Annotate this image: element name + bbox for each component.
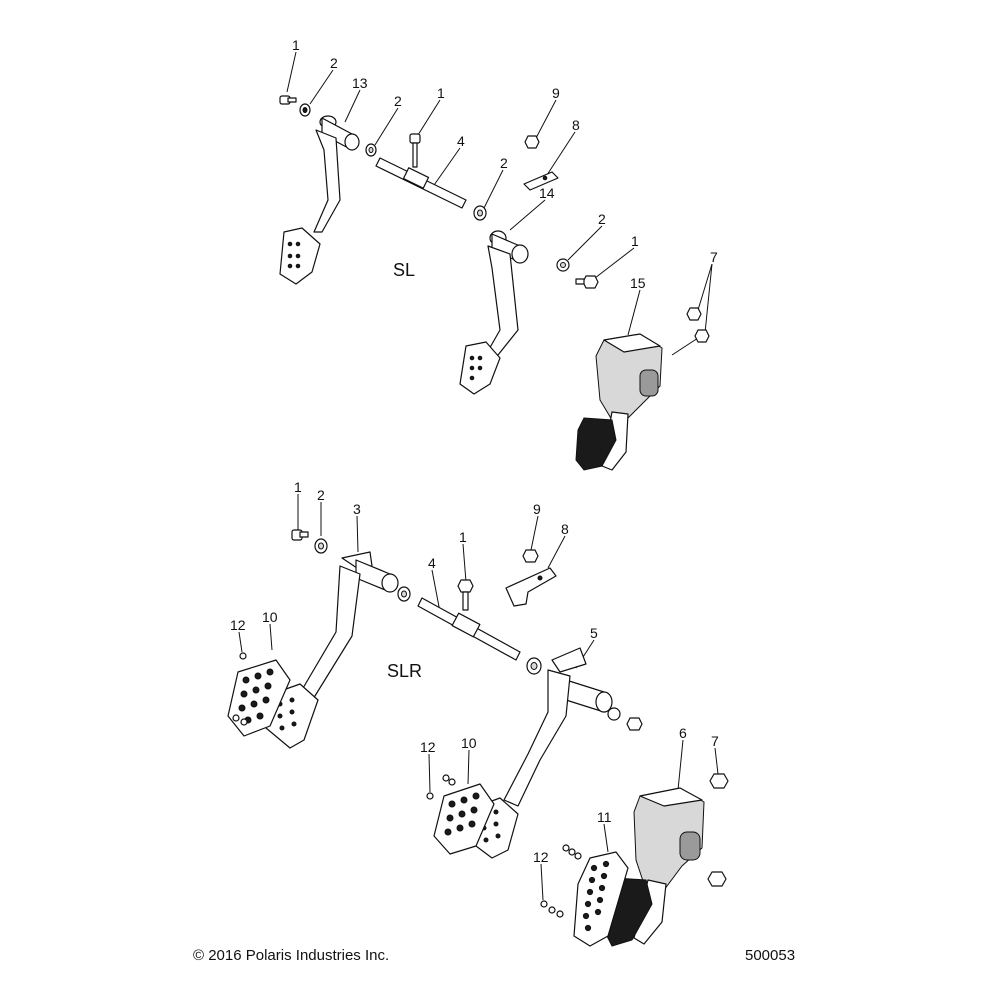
- slr-pedal-5: [467, 647, 613, 859]
- slr-bolt-1-top: [457, 579, 474, 611]
- sl-callout-8: 8: [572, 117, 580, 133]
- slr-leader-lines: [238, 494, 719, 901]
- slr-callout-8: 8: [561, 521, 569, 537]
- slr-callout-9: 9: [533, 501, 541, 517]
- slr-pedal-pad-10-right: [433, 783, 495, 855]
- sl-washer-2-mid: [365, 143, 377, 157]
- slr-callout-10a: 10: [262, 609, 278, 625]
- sl-callout-1a: 1: [292, 37, 300, 53]
- sl-leader-lines: [286, 51, 713, 356]
- slr-pedal-pad-11: [573, 851, 629, 947]
- sl-callout-2b: 2: [394, 93, 402, 109]
- sl-accelerator-pedal-15: [575, 333, 663, 471]
- slr-callout-12c: 12: [533, 849, 549, 865]
- sl-callout-2d: 2: [598, 211, 606, 227]
- sl-section-label: SL: [393, 260, 415, 280]
- slr-callouts: 1 2 3 9 1 8 4 12 10 5 12 10 6 7 11 12: [230, 479, 719, 865]
- slr-assembly: SLR 1 2 3 9 1 8 4 12 10 5 12 10 6 7 11 1…: [227, 479, 729, 947]
- slr-bolt-1-left: [291, 529, 309, 541]
- slr-washer-2-left: [314, 538, 328, 554]
- sl-callout-2c: 2: [500, 155, 508, 171]
- sl-callout-9: 9: [552, 85, 560, 101]
- slr-callout-1b: 1: [459, 529, 467, 545]
- sl-bracket-8: [523, 171, 559, 191]
- sl-callout-4: 4: [457, 133, 465, 149]
- slr-callout-2: 2: [317, 487, 325, 503]
- slr-screws-12-left: [232, 652, 248, 726]
- sl-callout-7: 7: [710, 249, 718, 265]
- slr-callout-12a: 12: [230, 617, 246, 633]
- slr-pivot-shaft-4: [417, 597, 521, 661]
- slr-callout-10b: 10: [461, 735, 477, 751]
- sl-pedal-14: [459, 230, 529, 395]
- slr-screws-12-right: [540, 844, 582, 918]
- sl-washer-2-left: [299, 103, 311, 117]
- sl-callout-2a: 2: [330, 55, 338, 71]
- slr-pedal-pad-10-left: [227, 659, 291, 737]
- slr-callout-5: 5: [590, 625, 598, 641]
- sl-callout-1c: 1: [631, 233, 639, 249]
- slr-washer-bolt-right: [607, 707, 643, 731]
- slr-screws-12-mid: [426, 774, 456, 800]
- slr-callout-7: 7: [711, 733, 719, 749]
- copyright-notice: © 2016 Polaris Industries Inc.: [193, 947, 389, 964]
- slr-callout-3: 3: [353, 501, 361, 517]
- sl-bolt-1-left: [279, 95, 297, 105]
- sl-bolt-1-top: [409, 133, 421, 168]
- sl-assembly: SL 1 2 13 2 1 4 2 9 8 14 2 1 7 15: [279, 37, 718, 471]
- sl-nut-9: [524, 135, 540, 149]
- slr-callout-4: 4: [428, 555, 436, 571]
- sl-bolt-1-right: [575, 275, 599, 289]
- slr-callout-1a: 1: [294, 479, 302, 495]
- slr-nut-9: [522, 549, 539, 563]
- sl-callouts: 1 2 13 2 1 4 2 9 8 14 2 1 7 15: [292, 37, 718, 291]
- sl-nuts-7: [686, 307, 710, 343]
- slr-callout-6: 6: [679, 725, 687, 741]
- slr-brake-pedal-3: [265, 551, 399, 749]
- slr-washer-2-right: [526, 657, 542, 675]
- sl-pivot-shaft-4: [375, 157, 467, 209]
- slr-callout-12b: 12: [420, 739, 436, 755]
- sl-callout-13: 13: [352, 75, 368, 91]
- slr-callout-11: 11: [597, 809, 612, 825]
- slr-bracket-8: [505, 567, 557, 607]
- sl-washer-2-far: [556, 258, 570, 272]
- sl-brake-pedal-13: [279, 115, 360, 285]
- slr-nuts-7: [707, 773, 729, 887]
- sl-callout-14: 14: [539, 185, 555, 201]
- slr-washer-2-mid: [397, 586, 411, 602]
- sl-washer-2-right: [473, 205, 487, 221]
- sl-callout-15: 15: [630, 275, 646, 291]
- slr-section-label: SLR: [387, 661, 422, 681]
- sl-callout-1b: 1: [437, 85, 445, 101]
- diagram-number: 500053: [745, 947, 795, 964]
